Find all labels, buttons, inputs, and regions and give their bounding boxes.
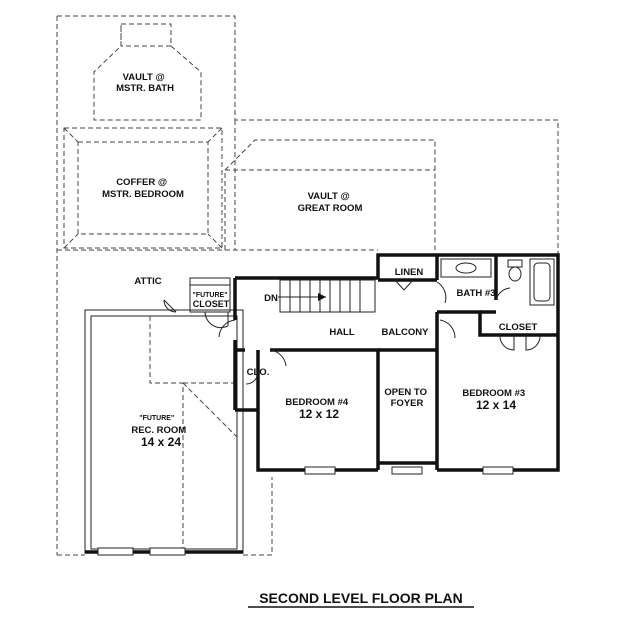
- dn-label: DN: [264, 293, 278, 304]
- future-closet: [189, 277, 231, 329]
- main-walls: [233, 253, 560, 472]
- coffer-mstr-bedroom: [63, 127, 223, 249]
- future-closet-label: "FUTURE" CLOSET: [193, 292, 230, 309]
- bedroom4-label: BEDROOM #4 12 x 12: [285, 392, 352, 421]
- bedroom3-label: BEDROOM #3 12 x 14: [462, 383, 529, 412]
- clo-label: CLO.: [247, 367, 270, 378]
- roof-outlines: [56, 15, 559, 556]
- plan-title-text: SECOND LEVEL FLOOR PLAN: [259, 590, 463, 606]
- windows: [97, 466, 514, 556]
- vault-mstr-bath: [93, 23, 202, 121]
- bath3-label: BATH #3: [457, 288, 496, 299]
- attic-label: ATTIC: [134, 276, 161, 287]
- room-labels: VAULT @ MSTR. BATH COFFER @ MSTR. BEDROO…: [102, 72, 537, 449]
- plan-title: SECOND LEVEL FLOOR PLAN: [248, 590, 474, 608]
- coffer-mstr-bedroom-label: COFFER @ MSTR. BEDROOM: [102, 177, 184, 200]
- closet-label: CLOSET: [499, 322, 538, 333]
- rec-room-label: "FUTURE" REC. ROOM 14 x 24: [131, 407, 190, 449]
- bath-fixtures: [218, 258, 555, 385]
- stairs: [278, 279, 376, 313]
- vault-mstr-bath-label: VAULT @ MSTR. BATH: [116, 72, 174, 94]
- vault-great-room-label: VAULT @ GREAT ROOM: [298, 191, 363, 214]
- open-to-foyer-label: OPEN TO FOYER: [384, 387, 429, 409]
- linen-label: LINEN: [395, 267, 424, 278]
- hall-label: HALL: [329, 327, 355, 338]
- balcony-label: BALCONY: [382, 327, 430, 338]
